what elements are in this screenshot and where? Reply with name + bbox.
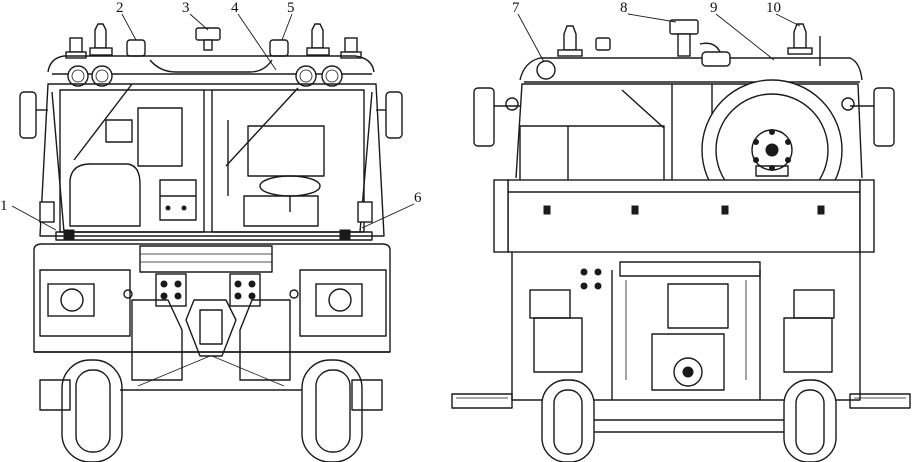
body-front (33, 243, 391, 353)
rear-view (451, 19, 911, 462)
cab-front (19, 83, 403, 237)
wheels-front (39, 359, 383, 462)
callout-3: 3 (182, 0, 190, 16)
callout-1: 1 (0, 198, 8, 214)
callout-labels: 1 2 3 4 5 6 7 8 9 10 (0, 0, 781, 214)
wheels-rear (541, 379, 837, 462)
callout-4: 4 (231, 0, 239, 16)
grille-front (139, 245, 273, 273)
callout-leaders (11, 13, 801, 231)
callout-7: 7 (512, 0, 520, 16)
chassis-rear (511, 252, 861, 401)
callout-2: 2 (116, 0, 124, 16)
front-view (19, 23, 403, 462)
roof-lights-front (67, 65, 343, 87)
cargo-box-rear (493, 179, 875, 253)
roof-beacons-rear (557, 19, 821, 66)
callout-5: 5 (287, 0, 295, 16)
callout-9: 9 (710, 0, 718, 16)
callout-6: 6 (414, 190, 422, 206)
callout-8: 8 (620, 0, 628, 16)
coupler-front (123, 273, 299, 387)
roof-beacons-front (65, 23, 362, 59)
callout-10: 10 (766, 0, 781, 16)
